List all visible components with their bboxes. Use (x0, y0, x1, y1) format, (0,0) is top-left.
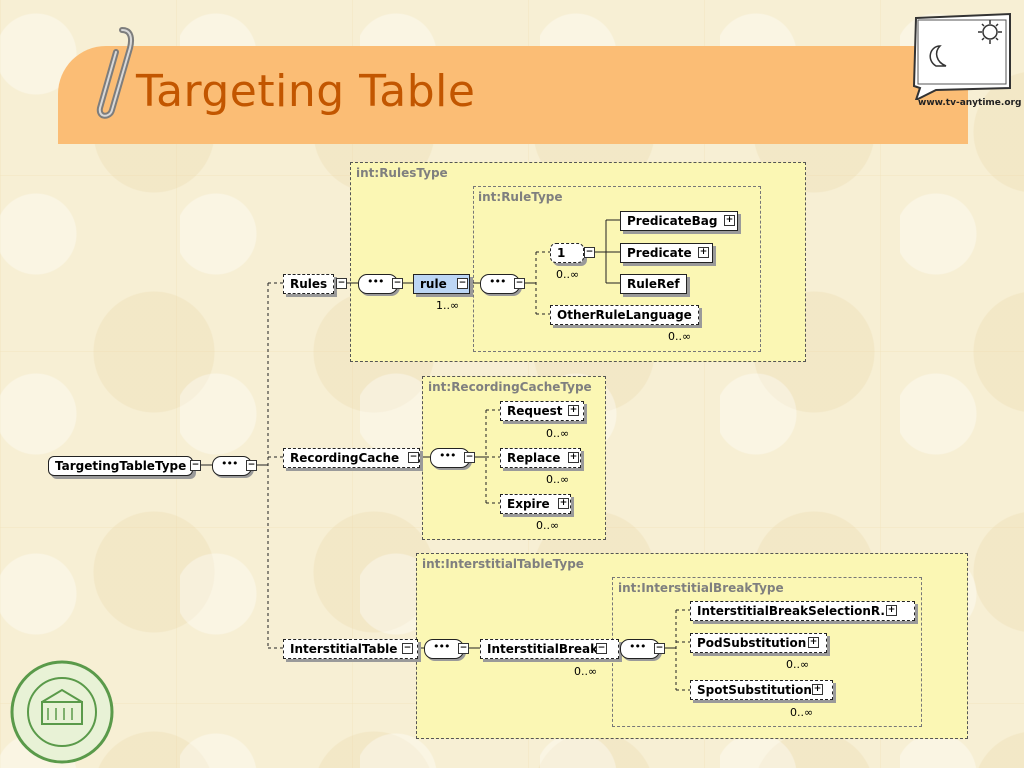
node-label: PodSubstitution (697, 636, 807, 650)
expire-node[interactable]: Expire (500, 494, 571, 514)
interstitial-break-node[interactable]: InterstitialBreak (480, 639, 620, 659)
request-node[interactable]: Request (500, 401, 584, 421)
rule-node[interactable]: rule (413, 274, 470, 294)
logo-url: www.tv-anytime.org (918, 98, 1022, 108)
node-label: rule (420, 277, 447, 291)
predicate-node[interactable]: Predicate (620, 243, 713, 263)
sequence-icon (358, 274, 398, 294)
expand-icon[interactable]: + (568, 452, 579, 463)
rule-ref-node[interactable]: RuleRef (620, 274, 687, 294)
expand-icon[interactable]: + (698, 247, 709, 258)
node-label: OtherRuleLanguage (557, 308, 692, 322)
interstitial-break-type-label: int:InterstitialBreakType (618, 581, 784, 595)
rules-type-label: int:RulesType (356, 166, 448, 180)
interstitial-table-node[interactable]: InterstitialTable (283, 639, 419, 659)
recording-cache-type-label: int:RecordingCacheType (428, 380, 592, 394)
collapse-icon[interactable]: − (464, 452, 475, 463)
node-label: RecordingCache (290, 451, 400, 465)
node-label: InterstitialBreakSelectionR... (697, 604, 895, 618)
rule-type-label: int:RuleType (478, 190, 563, 204)
node-label: Replace (507, 451, 561, 465)
node-label: TargetingTableType (55, 459, 187, 473)
node-label: PredicateBag (627, 214, 718, 228)
tv-anytime-logo-icon (912, 12, 1011, 100)
cardinality-label: 0..∞ (546, 427, 570, 440)
title-banner (58, 46, 968, 144)
collapse-icon[interactable]: − (458, 643, 469, 654)
choice-card: 1 (557, 246, 566, 260)
cardinality-label: 0..∞ (536, 519, 560, 532)
collapse-icon[interactable]: − (457, 278, 468, 289)
expand-icon[interactable]: + (812, 684, 823, 695)
sequence-icon (480, 274, 520, 294)
expand-icon[interactable]: + (886, 605, 897, 616)
choice-node[interactable]: 1 (550, 243, 584, 263)
sequence-icon (620, 639, 660, 659)
node-label: Predicate (627, 246, 692, 260)
cardinality-label: 0..∞ (556, 268, 580, 281)
predicate-bag-node[interactable]: PredicateBag (620, 211, 739, 231)
university-seal-icon (10, 660, 114, 764)
collapse-icon[interactable]: − (408, 452, 419, 463)
page-title: Targeting Table (136, 66, 476, 117)
rules-node[interactable]: Rules (283, 274, 335, 294)
node-label: RuleRef (627, 277, 680, 291)
expand-icon[interactable]: + (724, 215, 735, 226)
cardinality-label: 0..∞ (574, 665, 598, 678)
recording-cache-node[interactable]: RecordingCache (283, 448, 421, 468)
node-label: Request (507, 404, 563, 418)
interstitial-table-type-label: int:InterstitialTableType (422, 557, 584, 571)
cardinality-label: 0..∞ (546, 473, 570, 486)
collapse-icon[interactable]: − (190, 460, 201, 471)
paperclip-icon (96, 27, 134, 119)
targeting-table-type-node[interactable]: TargetingTableType (48, 456, 194, 476)
node-label: Expire (507, 497, 550, 511)
expand-icon[interactable]: + (808, 637, 819, 648)
expand-icon[interactable]: + (568, 405, 579, 416)
node-label: SpotSubstitution (697, 683, 812, 697)
node-label: InterstitialTable (290, 642, 398, 656)
collapse-icon[interactable]: − (336, 278, 347, 289)
collapse-icon[interactable]: − (392, 278, 403, 289)
node-label: Rules (290, 277, 328, 291)
sequence-icon (424, 639, 464, 659)
rule-type-panel (473, 186, 761, 352)
interstitial-break-selection-node[interactable]: InterstitialBreakSelectionR... (690, 601, 916, 621)
collapse-icon[interactable]: − (402, 643, 413, 654)
expand-icon[interactable]: + (558, 498, 569, 509)
collapse-icon[interactable]: − (654, 643, 665, 654)
pod-substitution-node[interactable]: PodSubstitution (690, 633, 828, 653)
cardinality-label: 0..∞ (786, 658, 810, 671)
collapse-icon[interactable]: − (584, 247, 595, 258)
collapse-icon[interactable]: − (596, 643, 607, 654)
collapse-icon[interactable]: − (246, 460, 257, 471)
collapse-icon[interactable]: − (514, 278, 525, 289)
sequence-icon (212, 456, 252, 476)
node-label: InterstitialBreak (487, 642, 599, 656)
spot-substitution-node[interactable]: SpotSubstitution (690, 680, 833, 700)
replace-node[interactable]: Replace (500, 448, 582, 468)
cardinality-label: 1..∞ (436, 299, 460, 312)
cardinality-label: 0..∞ (668, 330, 692, 343)
cardinality-label: 0..∞ (790, 706, 814, 719)
other-rule-language-node[interactable]: OtherRuleLanguage (550, 305, 699, 325)
